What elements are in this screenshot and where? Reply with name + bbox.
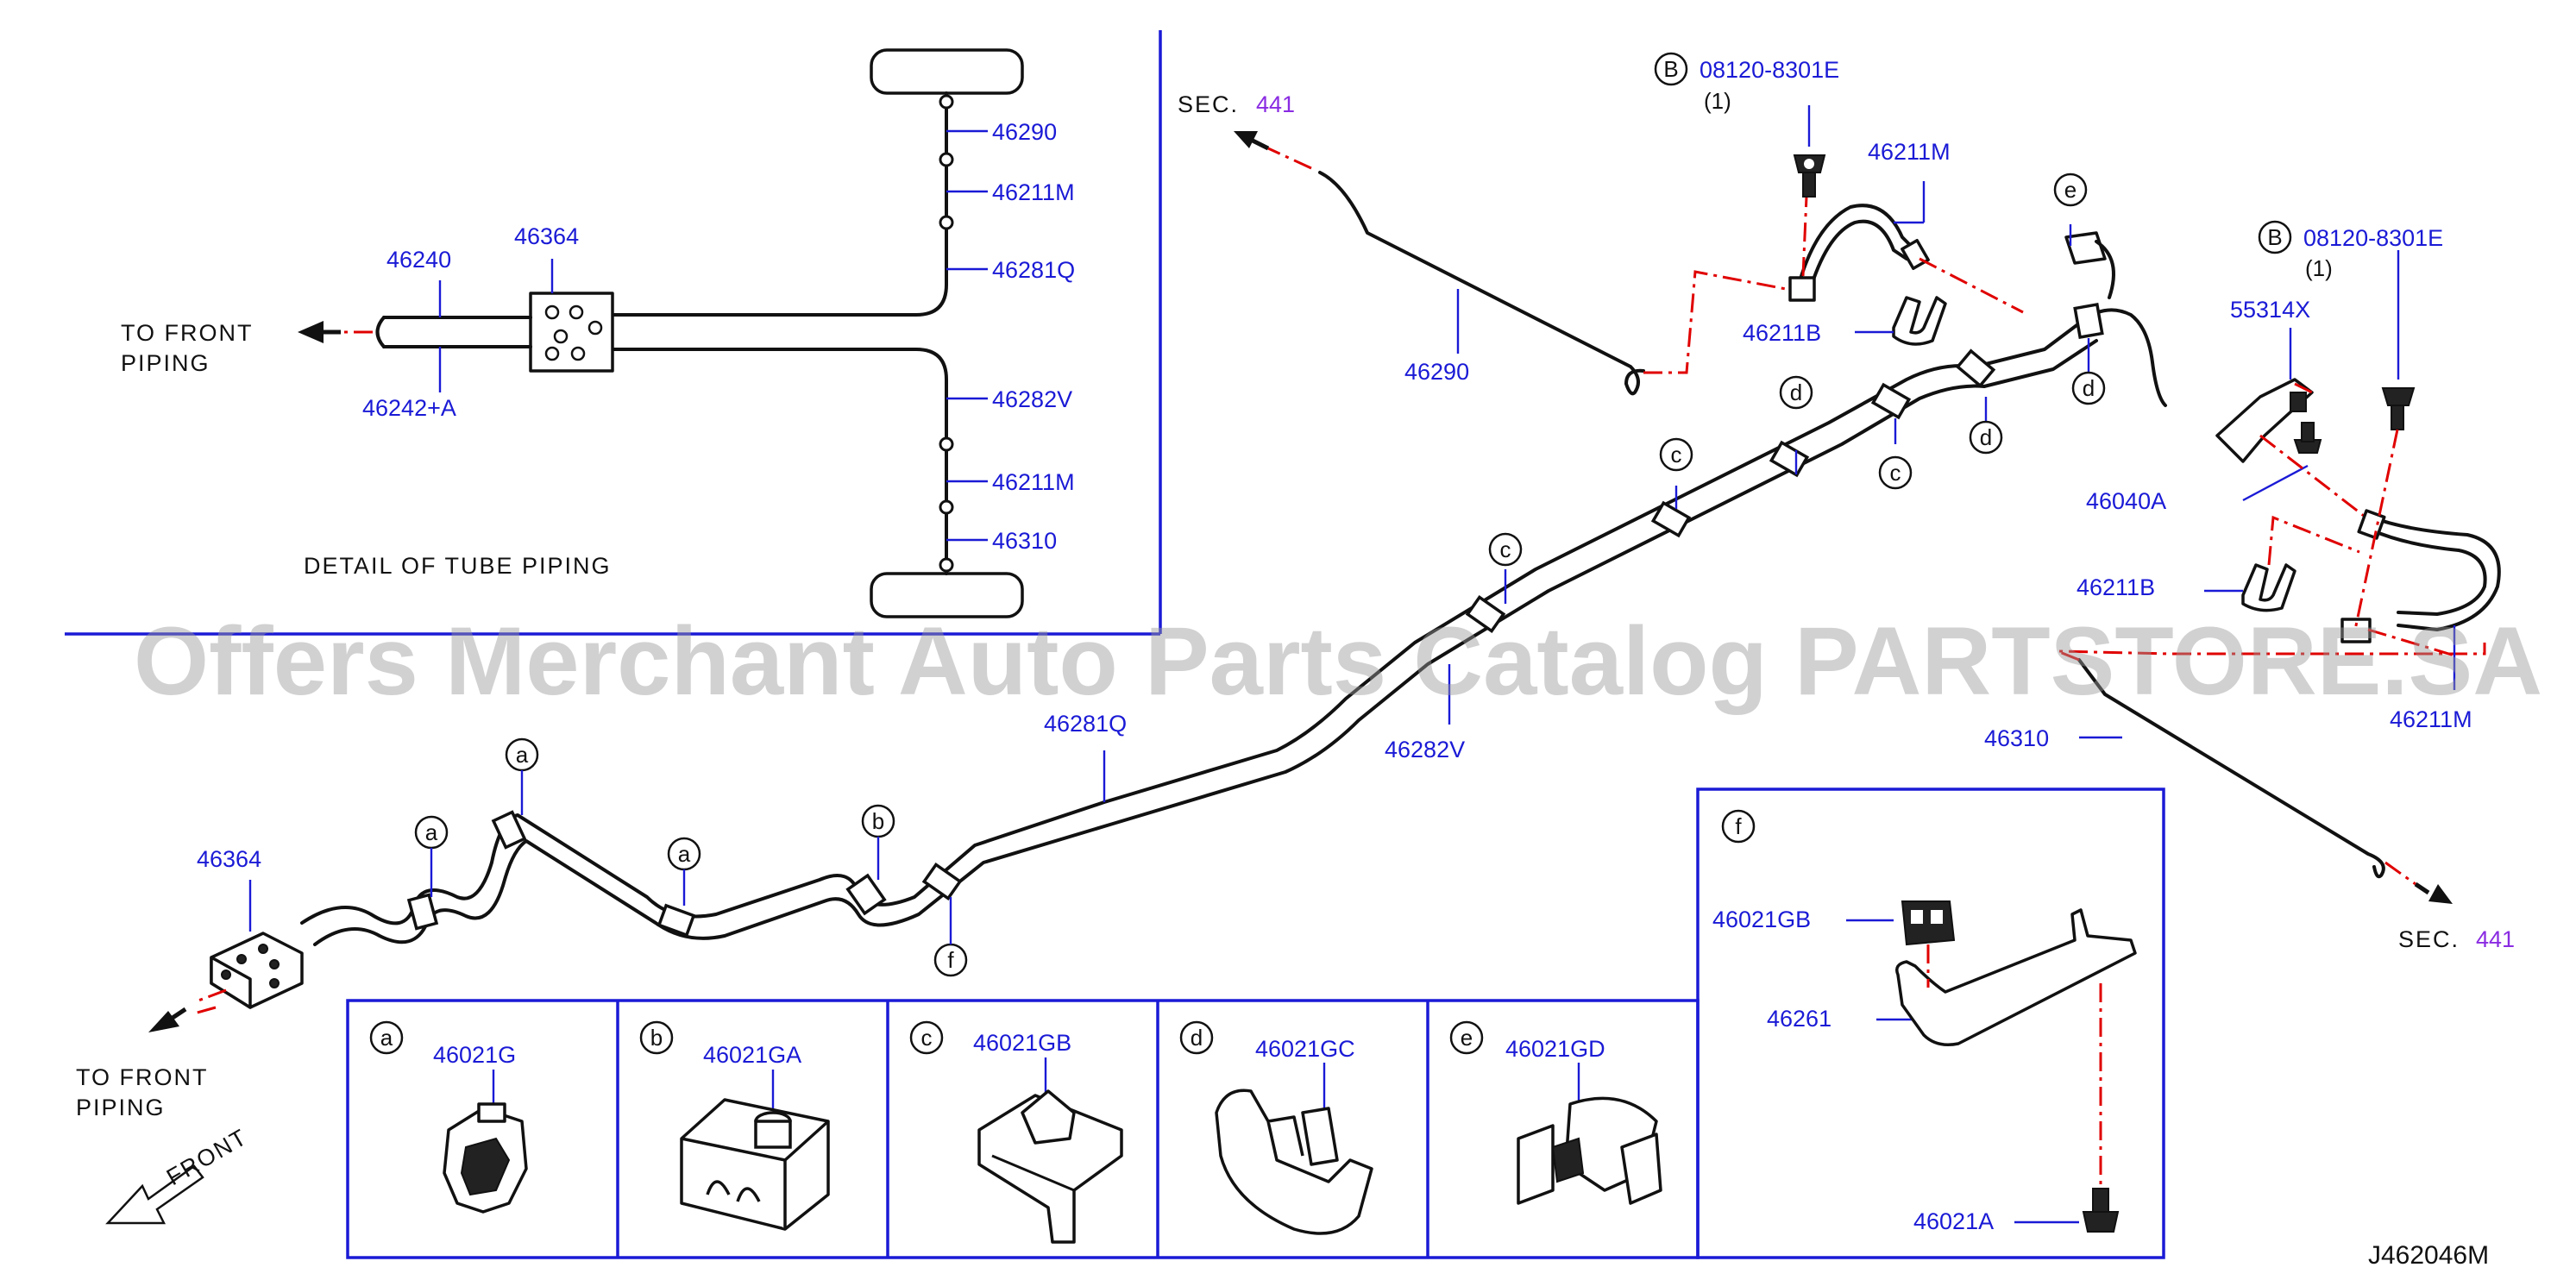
svg-text:d: d (1790, 380, 1802, 405)
label-46310: 46310 (1984, 725, 2049, 751)
callout-d-3: d (2071, 371, 2106, 405)
detail-label-46211m-b: 46211M (992, 469, 1075, 495)
sec-right-num: 441 (2476, 926, 2515, 952)
clip-box-c: c 46021GB (909, 1020, 1123, 1244)
callout-c-1: c (1488, 532, 1523, 567)
callout-a-2: a (505, 737, 539, 815)
label-46211b-top: 46211B (1743, 320, 1821, 346)
detail-label-46211m-a: 46211M (992, 179, 1075, 205)
svg-text:c: c (1671, 442, 1682, 467)
detail-tube-piping: 46240 46364 46242+A 46290 46211M 46281Q … (121, 48, 1075, 618)
label-46290: 46290 (1404, 359, 1469, 385)
svg-text:b: b (650, 1025, 663, 1051)
callout-a-1: a (414, 815, 449, 897)
detail-to-front-line2: PIPING (121, 350, 210, 376)
svg-text:f: f (947, 947, 954, 973)
f-label-46021gb: 46021GB (1712, 907, 1811, 932)
bolt-right-part: 08120-8301E (2303, 225, 2443, 251)
bolt-top-part: 08120-8301E (1700, 57, 1839, 83)
svg-text:d: d (2083, 375, 2095, 401)
detail-label-46282v: 46282V (992, 386, 1072, 412)
detail-label-46242a: 46242+A (362, 395, 456, 421)
svg-text:e: e (1461, 1025, 1473, 1051)
sec-left-label: SEC. (1178, 91, 1239, 117)
svg-text:c: c (1500, 536, 1511, 562)
svg-text:a: a (425, 819, 438, 845)
svg-text:f: f (1735, 813, 1742, 839)
svg-text:a: a (380, 1025, 393, 1051)
clip-box-b: b 46021GA (639, 1020, 830, 1231)
bolt-top-qty: (1) (1704, 88, 1731, 114)
label-46282v: 46282V (1385, 737, 1465, 762)
diagram-id: J462046M (2368, 1241, 2489, 1270)
clip-boxes: a 46021G b 46021GA c 46021GB (346, 999, 1700, 1259)
clip-d-part: 46021GC (1255, 1036, 1355, 1062)
callout-b: b (861, 804, 895, 880)
bolt-right-qty: (1) (2305, 255, 2333, 281)
watermark-text: Offers Merchant Auto Parts Catalog PARTS… (134, 607, 2542, 715)
callout-c-2: c (1659, 437, 1693, 472)
bolt-top-letter: B (1663, 56, 1678, 82)
svg-text:a: a (516, 742, 529, 768)
detail-block-46364 (529, 292, 614, 373)
svg-text:e: e (2064, 177, 2077, 203)
label-46211m-top: 46211M (1868, 139, 1951, 165)
callout-d-2: d (1969, 420, 2003, 455)
frame-lines (65, 30, 1162, 636)
main-labels: SEC. 441 B 08120-8301E (1) B 08120-8301E… (76, 52, 2515, 1190)
clip-box-d: d 46021GC (1179, 1020, 1373, 1235)
label-46040a: 46040A (2086, 488, 2166, 514)
callout-f: f (933, 897, 968, 977)
bolt-top-circle (1654, 52, 1688, 86)
svg-text:a: a (678, 841, 691, 867)
callout-a-3: a (667, 837, 701, 906)
label-55314x: 55314X (2230, 297, 2310, 323)
detail-label-46240: 46240 (386, 247, 451, 273)
sec-right-label: SEC. (2398, 926, 2460, 952)
label-46211b-right: 46211B (2077, 574, 2155, 600)
detail-label-46364: 46364 (514, 223, 579, 249)
f-label-46261: 46261 (1767, 1006, 1831, 1032)
label-46281q: 46281Q (1044, 711, 1127, 737)
top-wheel-shape (870, 48, 1024, 95)
clip-e-part: 46021GD (1505, 1036, 1605, 1062)
label-46211m-right: 46211M (2390, 706, 2472, 732)
clip-box-a: a 46021G (369, 1020, 528, 1214)
to-front-line1: TO FRONT (76, 1064, 209, 1090)
detail-to-front-line1: TO FRONT (121, 320, 254, 346)
detail-caption: DETAIL OF TUBE PIPING (304, 553, 612, 579)
callout-c-3: c (1878, 455, 1913, 490)
to-front-line2: PIPING (76, 1095, 166, 1120)
front-label: FRONT (162, 1124, 252, 1190)
svg-text:b: b (872, 808, 884, 834)
clip-a-part: 46021G (433, 1042, 516, 1068)
detail-label-46310: 46310 (992, 528, 1057, 554)
svg-text:d: d (1980, 424, 1992, 450)
detail-label-46290: 46290 (992, 119, 1057, 145)
clip-box-e: e 46021GD (1449, 1020, 1662, 1205)
bolt-right-letter: B (2267, 224, 2282, 250)
svg-text:c: c (921, 1025, 933, 1051)
clip-c-part: 46021GB (973, 1030, 1071, 1056)
bolt-right-circle (2258, 220, 2292, 254)
main-callouts: a a a b f c c c d d d e (414, 173, 2106, 977)
f-box-frame (1696, 787, 2165, 1259)
callout-e: e (2053, 173, 2088, 207)
clip-b-part: 46021GA (703, 1042, 801, 1068)
callout-d-1: d (1779, 375, 1813, 410)
main-tube-routing (105, 105, 2501, 1225)
detail-label-46281q: 46281Q (992, 257, 1075, 283)
label-46364: 46364 (197, 846, 261, 872)
clip-box-f: f 46021GB 46261 46021A (1696, 787, 2165, 1259)
sec-left-num: 441 (1256, 91, 1295, 117)
f-label-46021a: 46021A (1913, 1208, 1994, 1234)
svg-text:c: c (1890, 460, 1901, 486)
svg-text:d: d (1191, 1025, 1203, 1051)
